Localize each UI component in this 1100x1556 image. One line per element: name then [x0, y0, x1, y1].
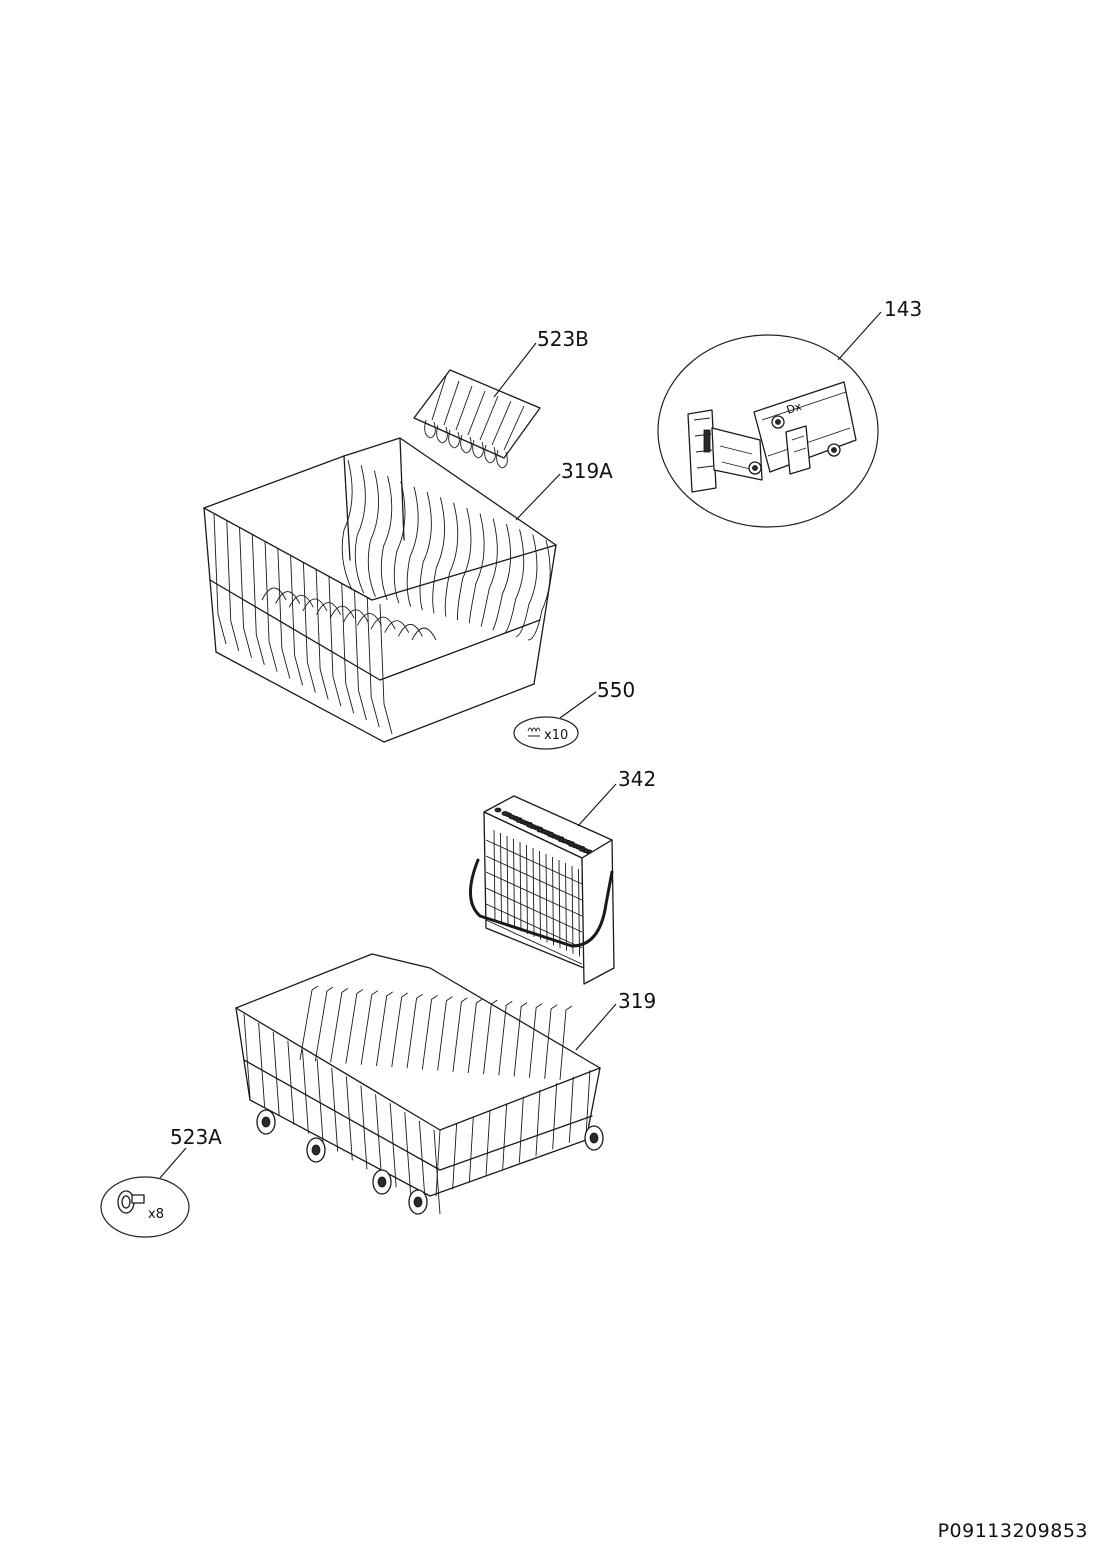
part-523B-group: 523B	[413, 327, 589, 469]
part-550-leader	[559, 691, 597, 719]
part-143-callout-circle	[657, 334, 879, 528]
part-523B-leader	[493, 342, 537, 398]
part-342-cutlery-basket: 342	[469, 767, 656, 985]
part-143-leader	[837, 311, 882, 361]
part-143-left-bracket	[687, 409, 763, 493]
part-342-label: 342	[618, 767, 656, 791]
part-523A-group: x8 523A	[100, 1125, 222, 1238]
document-code: P09113209853	[937, 1520, 1088, 1542]
part-523A-wheel-icon	[117, 1190, 145, 1214]
part-523A-quantity: x8	[148, 1207, 164, 1222]
part-143-group: Dx 143	[657, 297, 922, 528]
part-319-lower-basket: 319	[235, 953, 656, 1215]
part-523A-callout	[100, 1176, 190, 1238]
part-550-callout	[513, 716, 579, 750]
part-319A-upper-basket: 319A	[203, 437, 613, 743]
part-523B-label: 523B	[537, 327, 589, 351]
part-319-label: 319	[618, 989, 656, 1013]
part-143-dx-marking: Dx	[785, 400, 804, 417]
part-550-label: 550	[597, 678, 635, 702]
part-550-clip-icon	[527, 727, 541, 737]
part-319A-leader	[515, 473, 561, 521]
part-342-leader	[577, 783, 617, 827]
part-319A-label: 319A	[561, 459, 613, 483]
part-319-leader	[575, 1003, 617, 1051]
part-523A-label: 523A	[170, 1125, 222, 1149]
part-143-label: 143	[884, 297, 922, 321]
part-523A-leader	[159, 1147, 187, 1179]
part-143-right-rail: Dx	[753, 381, 857, 475]
part-550-quantity: x10	[544, 728, 568, 743]
part-550-group: x10 550	[513, 678, 635, 750]
